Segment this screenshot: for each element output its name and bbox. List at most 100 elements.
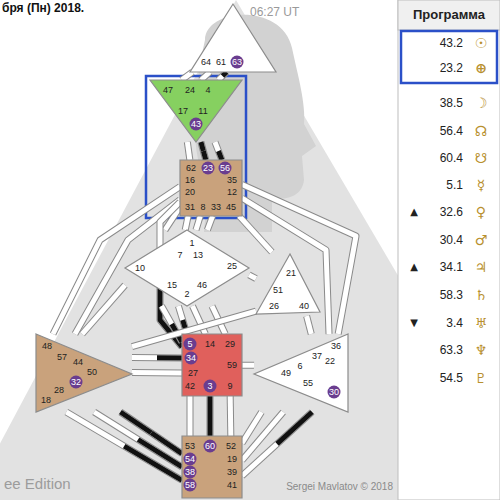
channel-outline [207, 396, 214, 436]
gate-line-value: 43.2 [440, 36, 463, 50]
channel-body [188, 396, 193, 436]
channel [242, 365, 254, 366]
direction-mark: ▼ [410, 316, 418, 330]
copyright-note: Sergei Mavlatov © 2018 [286, 480, 393, 494]
channel-outline [227, 396, 235, 436]
planet-symbol: ☽ [475, 96, 488, 110]
channel [210, 396, 211, 436]
center: 514293427594239 [182, 334, 242, 396]
planet-symbol: ♀ [476, 205, 486, 219]
planet-symbol: ♅ [475, 316, 488, 330]
channel-body [242, 363, 254, 368]
channel [242, 412, 312, 476]
gate-number: 28 [54, 385, 64, 395]
gate-number: 40 [299, 301, 309, 311]
channel-body [132, 355, 182, 360]
gate-number: 5 [184, 338, 197, 351]
planet-symbol: ☉ [475, 36, 488, 50]
chart-title: бря (Пн) 2018. [2, 1, 84, 15]
gate-line-value: 60.4 [440, 151, 463, 165]
planet-symbol: ♆ [475, 343, 488, 357]
watermark: ee Edition [4, 477, 71, 491]
gate-number: 23 [202, 162, 215, 175]
gate-number: 21 [286, 268, 296, 278]
channel [242, 185, 356, 334]
active-half [218, 151, 221, 160]
highlight-frame [401, 31, 497, 83]
direction-mark: ▲ [410, 260, 418, 274]
gate-line-value: 23.2 [440, 61, 463, 75]
channel-outline [242, 412, 312, 476]
gate-number: 34 [185, 352, 198, 365]
gate-number: 48 [42, 341, 52, 351]
channel-body [82, 285, 125, 334]
gate-line-value: 5.1 [446, 178, 463, 192]
channel [239, 216, 272, 252]
gate-number: 26 [269, 301, 279, 311]
channel [132, 357, 182, 358]
channel-outline [132, 369, 182, 376]
channel-body [208, 396, 213, 436]
planet-symbol: ♇ [475, 371, 488, 385]
center: 622356163520123183345 [180, 160, 242, 216]
gate-number: 30 [328, 386, 341, 399]
gate-number: 33 [211, 202, 221, 212]
channel-outline [201, 142, 206, 160]
gate-number: 29 [225, 339, 235, 349]
gate-number: 2 [184, 289, 189, 299]
channel [132, 372, 182, 373]
gate-number: 53 [185, 441, 195, 451]
channel [218, 72, 226, 80]
channel-outline [242, 362, 254, 369]
gate-line-value: 58.3 [440, 288, 463, 302]
channel-outline [196, 216, 200, 230]
active-half [201, 142, 203, 151]
channel-body [201, 142, 206, 160]
gate-number: 7 [177, 250, 182, 260]
channel [187, 142, 190, 160]
channel [201, 72, 210, 80]
center-shape [256, 252, 320, 316]
gate-number: 11 [198, 106, 207, 116]
gate-number: 45 [226, 202, 236, 212]
planet-symbol: ♄ [475, 288, 488, 302]
center: 536052541938395841 [182, 436, 242, 498]
channel [66, 412, 182, 480]
gate-line-value: 34.1 [440, 260, 463, 274]
gate-number: 50 [87, 367, 97, 377]
channel-outline [182, 72, 193, 80]
channel-outline [239, 216, 272, 252]
channel-outline [185, 216, 188, 230]
channel-outline [218, 72, 226, 80]
gate-number: 20 [185, 187, 195, 197]
center: 48574450322818 [36, 334, 132, 412]
channel-body [66, 412, 182, 480]
gate-number: 22 [325, 356, 335, 366]
panel-heading: Программа [413, 8, 485, 22]
gate-number: 38 [184, 466, 197, 479]
center-outline [150, 80, 242, 142]
gate-number: 32 [70, 376, 83, 389]
channel-body [242, 412, 312, 476]
center-outline [36, 334, 132, 412]
gate-number: 51 [273, 285, 283, 295]
time-label: 06:27 UT [250, 5, 299, 19]
channel-outline [187, 142, 190, 160]
channel [215, 142, 222, 160]
channel-outline [132, 354, 182, 361]
channel-body [185, 216, 188, 230]
gate-number: 31 [185, 202, 195, 212]
channel-outline [242, 185, 356, 334]
channel-body [239, 216, 272, 252]
planet-symbol: ♂ [475, 233, 488, 247]
center: 2151 26 40 [256, 252, 320, 316]
gate-number: 27 [188, 368, 198, 378]
gate-number: 9 [227, 381, 232, 391]
gate-number: 18 [41, 395, 51, 405]
gate-number: 49 [281, 368, 291, 378]
center-outline [180, 160, 242, 216]
channel [82, 285, 125, 334]
gate-number: 12 [227, 187, 237, 197]
center-outline [125, 230, 249, 306]
gate-number: 62 [186, 163, 196, 173]
